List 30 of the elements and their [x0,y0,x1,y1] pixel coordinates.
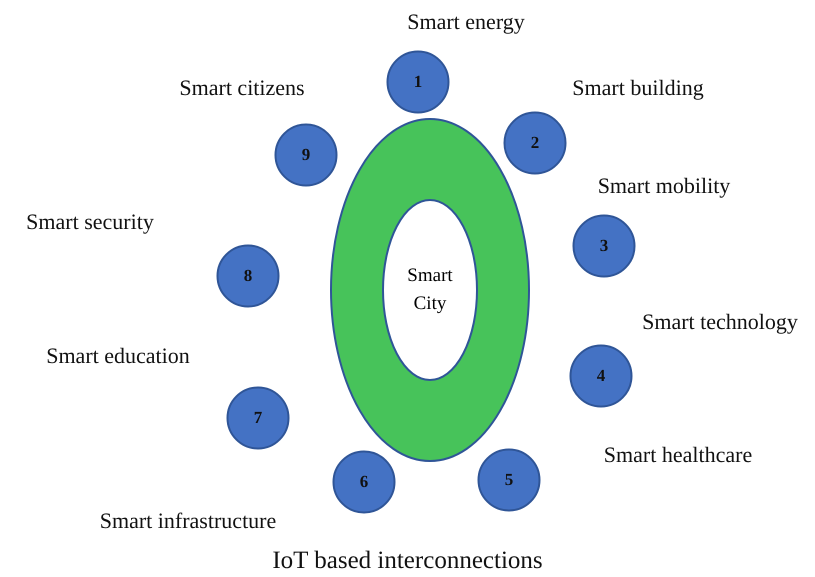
circle-label: Smart security [26,209,154,235]
numbered-circle [477,448,541,512]
numbered-circle [569,344,633,408]
circle-number: 2 [530,133,540,153]
circle-number: 1 [414,72,422,92]
circle-label: Smart education [46,343,190,369]
circle-number: 9 [302,145,310,165]
circle-number: 3 [600,236,608,256]
caption: IoT based interconnections [271,547,544,575]
numbered-circle [332,450,396,514]
circle-label: Smart citizens [179,75,305,101]
circle-number: 6 [360,472,368,492]
circle-number: 5 [504,470,514,490]
circle-label: Smart building [572,75,704,101]
circle-number: 4 [596,366,606,386]
circle-label: Smart healthcare [604,442,752,468]
circle-label: Smart mobility [598,173,730,199]
numbered-circle [274,123,338,187]
numbered-circle [226,386,290,450]
circle-number: 7 [254,408,262,428]
center-label: Smart City [406,264,454,316]
numbered-circle [386,50,450,114]
numbered-circle [572,214,636,278]
numbered-circle [216,244,280,308]
ring-shape [330,118,530,462]
circle-label: Smart energy [407,9,525,35]
circle-label: Smart technology [642,309,798,335]
numbered-circle [503,111,567,175]
circle-label: Smart infrastructure [100,508,276,534]
circle-number: 8 [244,266,252,286]
